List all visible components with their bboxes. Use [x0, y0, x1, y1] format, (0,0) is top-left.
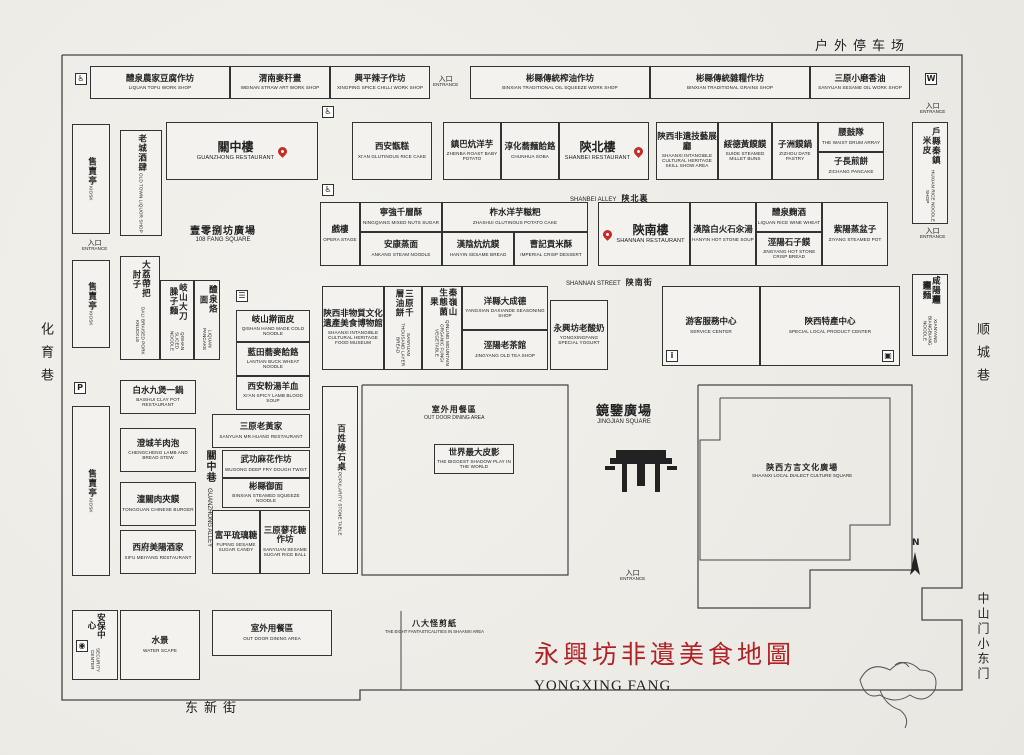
map-title-en: YONGXING FANG — [534, 678, 672, 694]
street-shuncheng: 顺城巷 — [974, 322, 989, 391]
shop-icon: ▣ — [882, 350, 894, 362]
accessible-icon: ♿ — [322, 106, 334, 118]
cloud-ornament — [859, 661, 937, 729]
parking-icon: P — [74, 382, 86, 394]
info-icon: i — [666, 350, 678, 362]
street-huayu: 化育巷 — [38, 322, 53, 391]
street-zhongshan: 中山门小东门 — [976, 592, 990, 682]
street-shannan: SHANNAN STREET 陕南街 — [566, 277, 653, 287]
restroom-icon: ♿ — [75, 73, 87, 85]
alley-shanbei: SHANBEI ALLEY 陕北裏 — [570, 193, 649, 203]
stairs-icon: ☰ — [236, 290, 248, 302]
wc-icon: W — [925, 73, 937, 85]
compass-north: N — [912, 538, 920, 548]
map-title: 永興坊非遺美食地圖 — [534, 640, 796, 669]
street-parking: 户外停车场 — [815, 39, 911, 54]
location-pin-icon — [276, 144, 290, 158]
alley-guanzhong: 關中巷 GUANZHONG ALLEY — [204, 450, 215, 548]
gate-icon — [605, 450, 677, 492]
location-pin-icon — [601, 227, 615, 241]
street-dongxin: 东新街 — [185, 701, 243, 716]
location-pin-icon — [632, 144, 646, 158]
compass-icon — [910, 552, 920, 575]
accessible-icon-2: ♿ — [322, 184, 334, 196]
camera-icon: ◉ — [76, 640, 88, 652]
